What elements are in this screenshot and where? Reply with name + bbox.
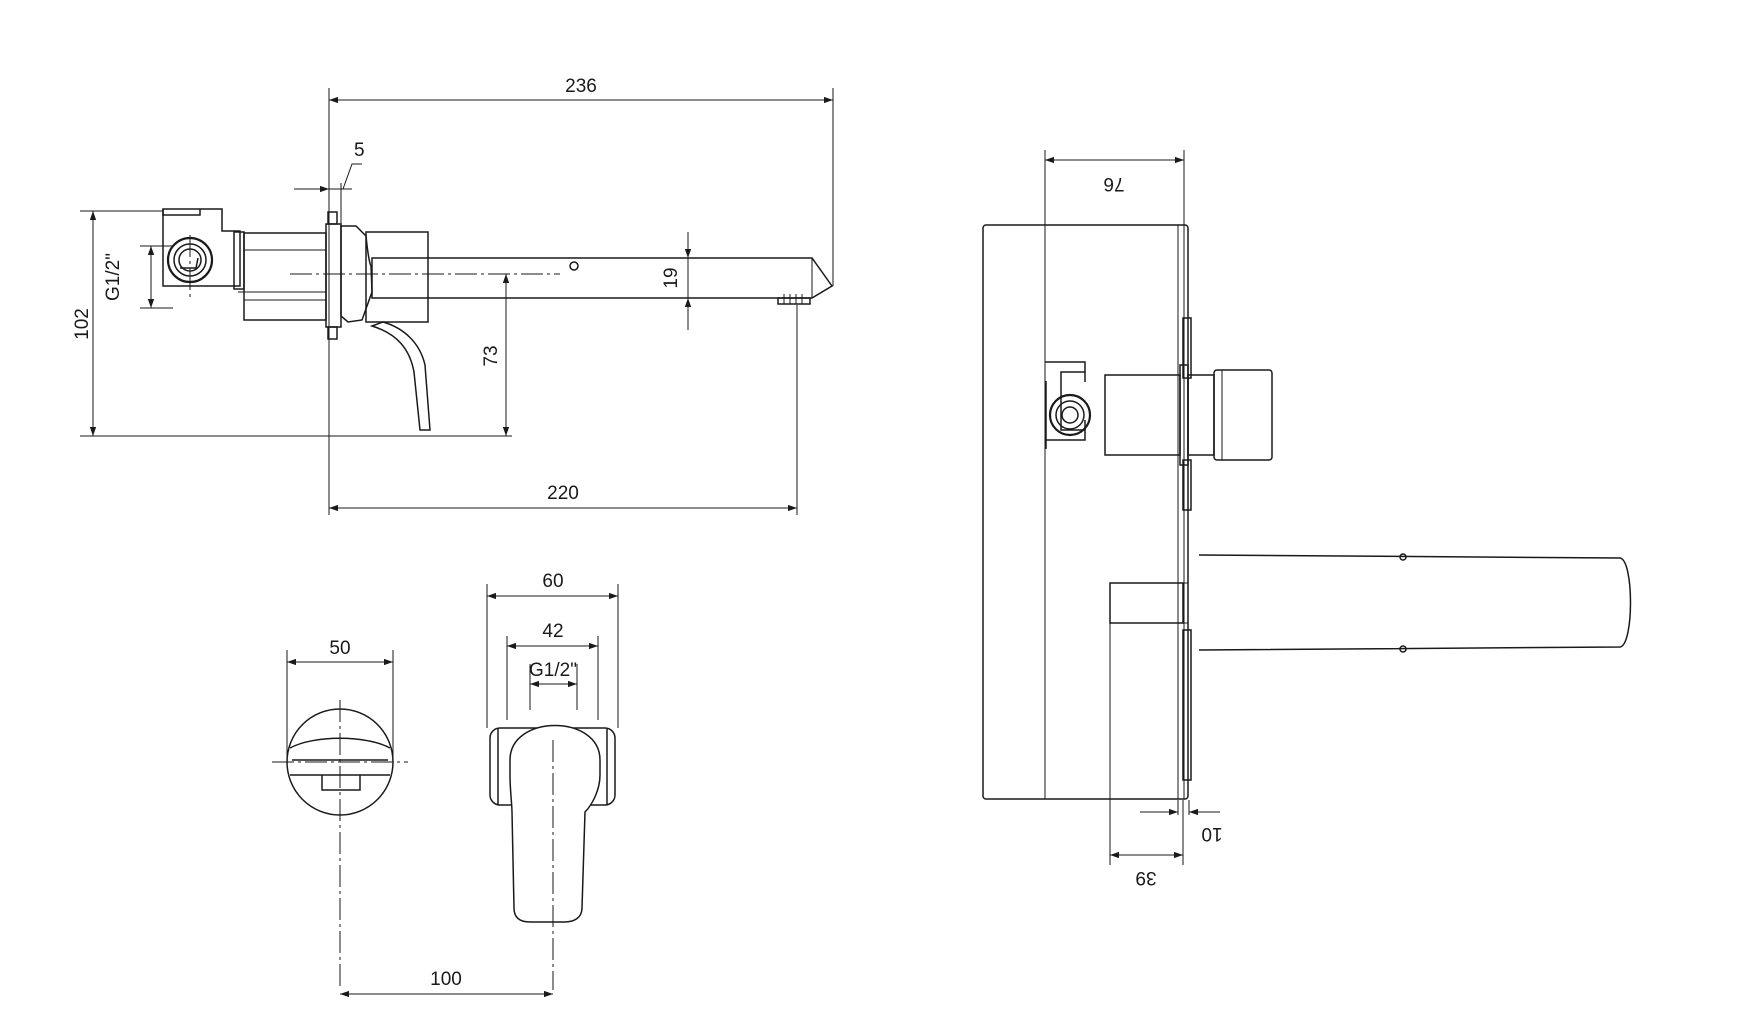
dim-220-label: 220 — [547, 483, 579, 504]
dim-g12-front-label: G1/2" — [529, 660, 577, 681]
dim-39-label: 39 — [1135, 867, 1156, 888]
dim-19-label: 19 — [661, 267, 682, 288]
plan-view: 76 10 39 — [982, 150, 1632, 888]
dim-73-label: 73 — [481, 345, 502, 366]
front-view-spout: 50 — [272, 638, 408, 990]
dim-236-label: 236 — [565, 76, 597, 97]
dim-76-label: 76 — [1103, 173, 1124, 194]
dim-100: 100 — [340, 969, 553, 998]
dim-10-label: 10 — [1201, 823, 1222, 844]
dim-100-label: 100 — [430, 969, 462, 990]
dim-5-label: 5 — [354, 140, 365, 161]
dim-42-label: 42 — [542, 621, 563, 642]
side-view: 236 5 102 G1/2" 19 73 220 — [72, 76, 834, 515]
dim-60-label: 60 — [542, 571, 563, 592]
dim-102-label: 102 — [72, 308, 93, 340]
front-view-handle: 60 42 G1/2" — [486, 571, 619, 990]
dim-g12-side-label: G1/2" — [103, 253, 124, 301]
dim-50-label: 50 — [329, 638, 350, 659]
